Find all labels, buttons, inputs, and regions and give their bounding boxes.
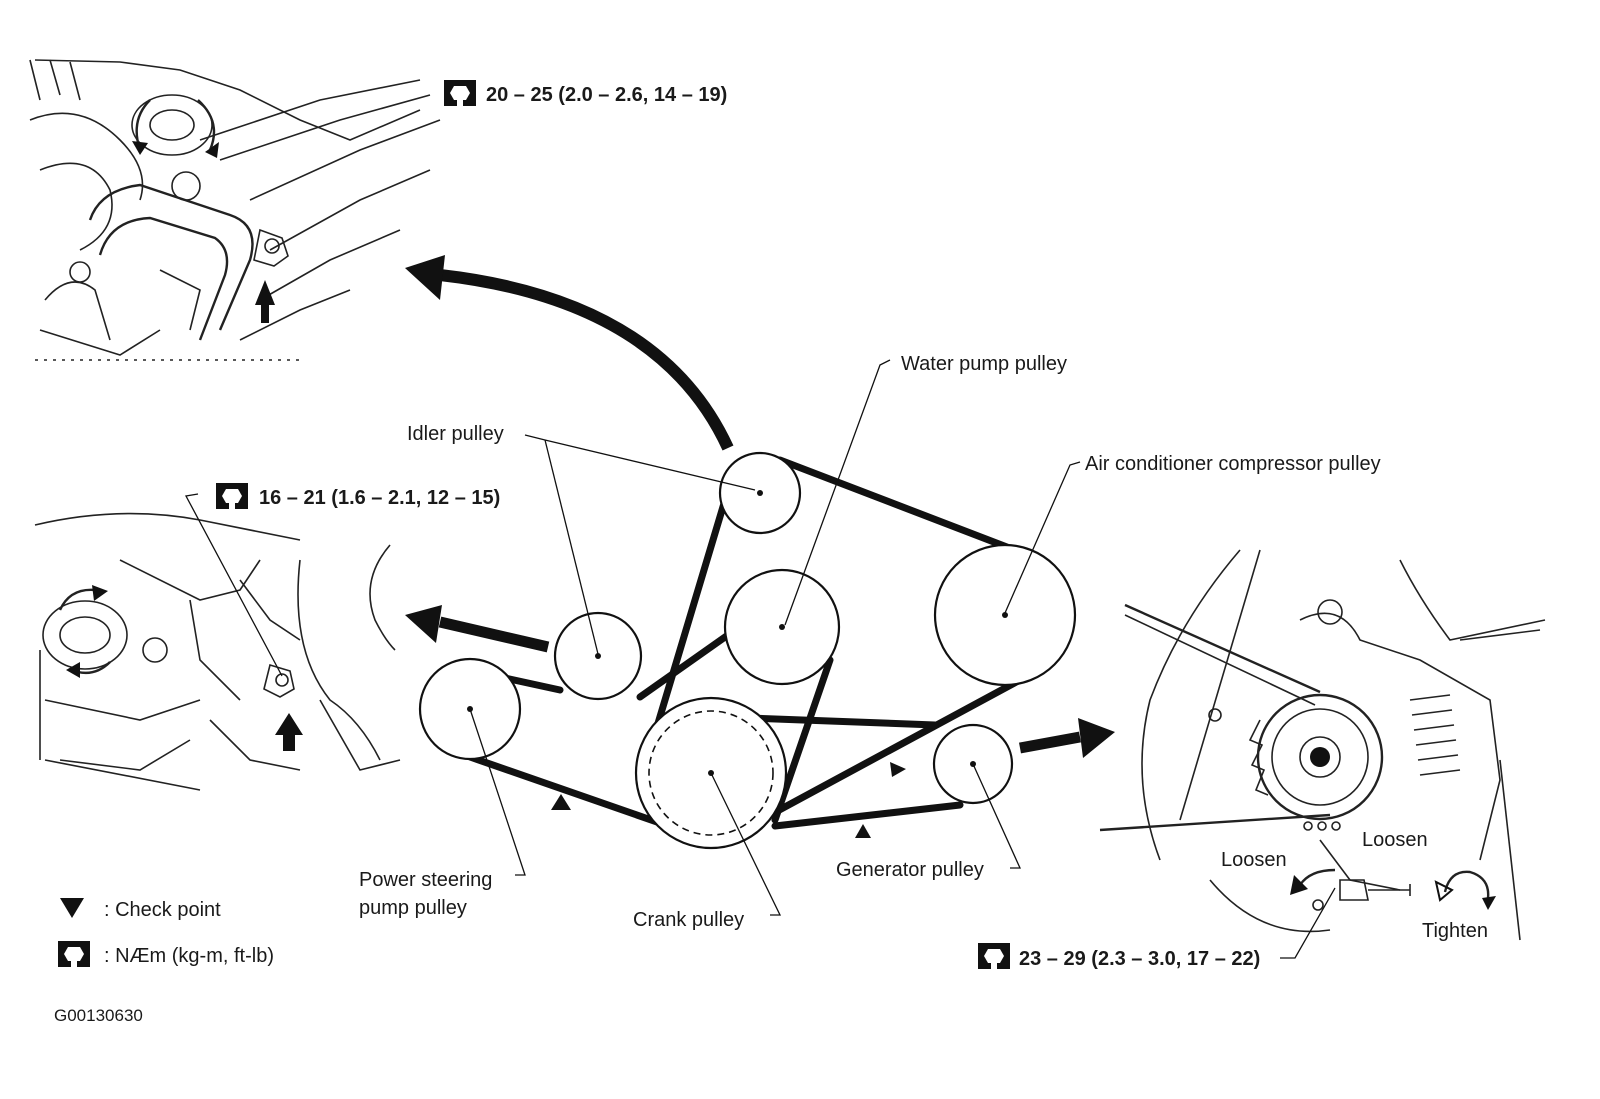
legend-check-point: : Check point [104,899,221,921]
check-point-triangle-icon [855,824,871,838]
figure-code: G00130630 [54,1006,143,1025]
power-steering-label-line2: pump pulley [359,897,467,919]
torque-spec-middle: 16 – 21 (1.6 – 2.1, 12 – 15) [259,487,500,509]
ac-compressor-pulley-label: Air conditioner compressor pulley [1085,453,1381,475]
torque-wrench-icon [444,80,476,106]
detail-sketch-generator [1099,549,1546,941]
torque-wrench-icon [58,941,90,967]
torque-spec-top: 20 – 25 (2.0 – 2.6, 14 – 19) [486,84,727,106]
check-point-triangle-icon [60,898,84,918]
belt-segment-ac-to-crank [766,676,1024,819]
belt-segment-ps-to-crank [466,753,684,834]
belt-segment-crank-to-generator-top [746,714,939,729]
loosen-label-left: Loosen [1221,849,1287,871]
leader-lines [185,359,1336,959]
generator-pulley-label: Generator pulley [836,859,984,881]
legend: : Check point : NÆm (kg-m, ft-lb) G00130… [54,898,274,1025]
belt-segment-crank-to-generator-bottom [771,801,964,830]
labels: Water pump pulley Idler pulley Air condi… [359,353,1488,942]
water-pump-pulley-label: Water pump pulley [901,353,1067,375]
torque-spec-generator: 23 – 29 (2.3 – 3.0, 17 – 22) [1019,948,1260,970]
loosen-label-right: Loosen [1362,829,1428,851]
torque-wrench-icon [978,943,1010,969]
belt-segment-idler-to-ps [501,674,564,694]
belt-segment-water-to-crank-left [646,496,729,754]
power-steering-label-line1: Power steering [359,869,492,891]
check-point-triangle-icon [890,762,906,777]
legend-torque-units: : NÆm (kg-m, ft-lb) [104,945,274,967]
belt-segment-wp-to-idler [636,626,739,701]
detail-sketch-power-steering [29,59,441,361]
detail-sketch-idler [34,512,401,791]
belt-segment-water-to-ac [776,456,1024,556]
torque-specs: 20 – 25 (2.0 – 2.6, 14 – 19) 16 – 21 (1.… [216,80,1260,970]
torque-wrench-icon [216,483,248,509]
pointer-arrows [405,255,1115,758]
belt-routing [418,451,1077,850]
check-point-triangle-icon [551,794,571,810]
idler-pulley-label: Idler pulley [407,423,504,445]
tighten-label: Tighten [1422,920,1488,942]
crank-pulley-inner-ring [648,710,774,836]
crank-pulley-label: Crank pulley [633,909,744,931]
